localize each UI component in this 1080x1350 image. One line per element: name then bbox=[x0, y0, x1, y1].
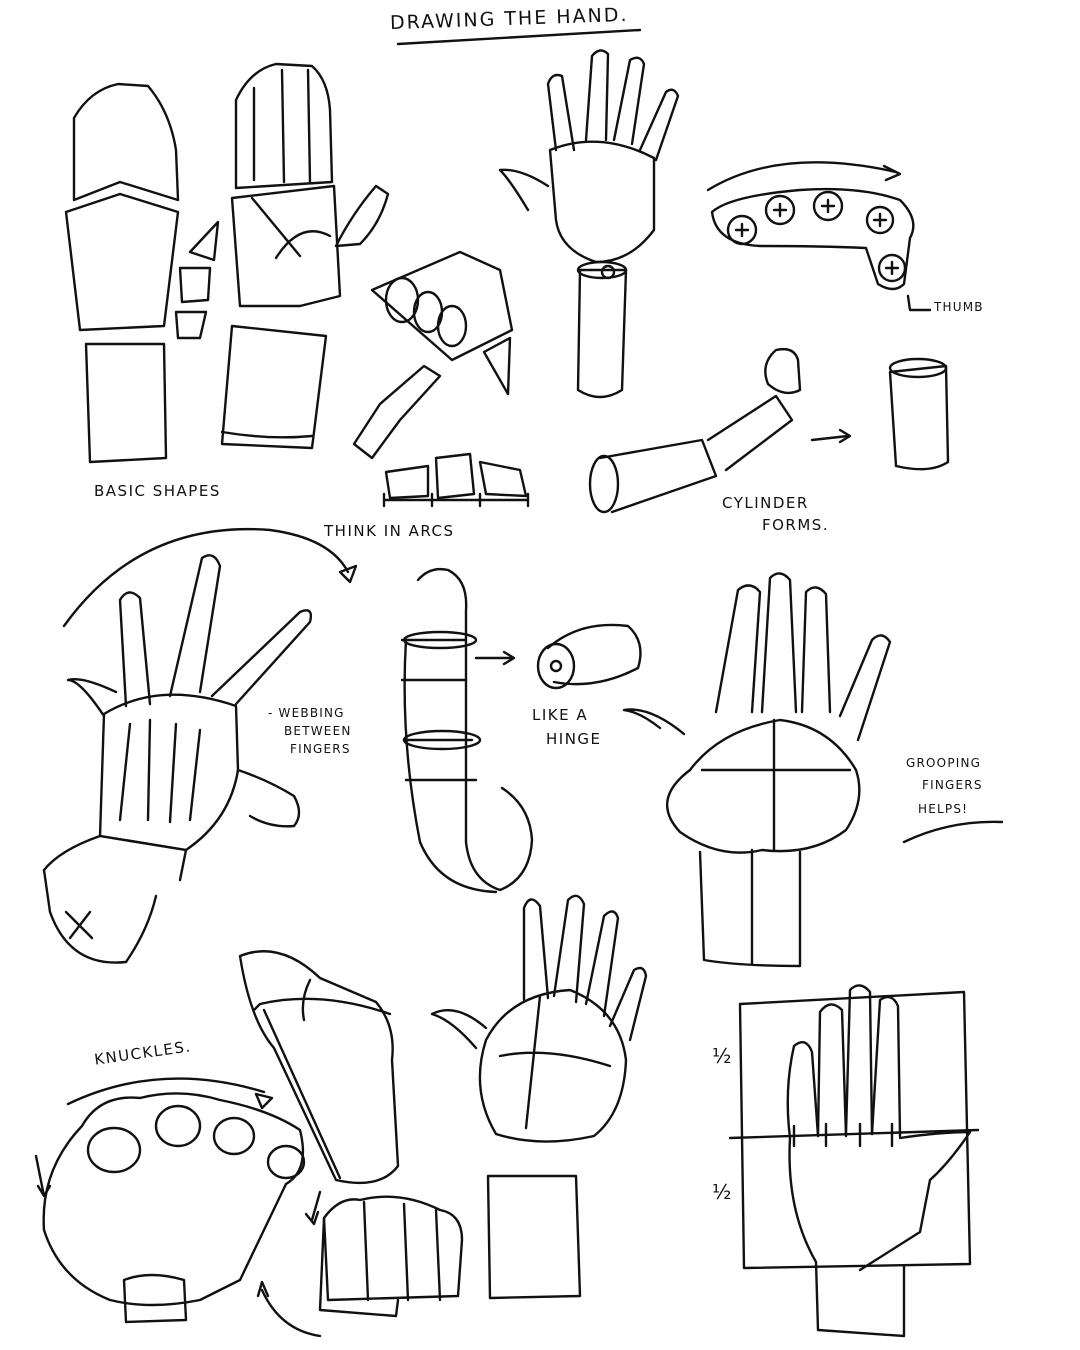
palm-cylinder-figure bbox=[498, 49, 680, 399]
knuckles-fist bbox=[34, 1077, 322, 1338]
label-grouping-3: HELPS! bbox=[918, 802, 969, 816]
title-underline bbox=[396, 28, 642, 46]
label-hinge: HINGE bbox=[546, 730, 602, 748]
grouping-underline bbox=[902, 820, 1004, 844]
lower-palm-figure bbox=[430, 894, 648, 1300]
splayed-hand-webbing bbox=[42, 528, 358, 964]
cylinder-forms-finger bbox=[588, 347, 950, 514]
label-cylinder-forms-2: FORMS. bbox=[762, 516, 830, 534]
label-half-top: ½ bbox=[712, 1044, 732, 1068]
label-webbing-1: - WEBBING bbox=[268, 706, 345, 720]
label-basic-shapes: BASIC SHAPES bbox=[94, 482, 221, 500]
label-half-bottom: ½ bbox=[712, 1180, 732, 1204]
knuckle-arc-diagram bbox=[706, 161, 932, 312]
fist-box bbox=[318, 1195, 464, 1318]
label-think-in-arcs: THINK IN ARCS bbox=[324, 522, 455, 540]
hand-proportion-diagram bbox=[728, 984, 980, 1338]
label-webbing-3: FINGERS bbox=[290, 742, 351, 756]
grouped-fingers-palm bbox=[622, 572, 892, 968]
hinged-finger-segments bbox=[400, 567, 642, 894]
knuckle-block-shapes bbox=[352, 250, 530, 508]
label-grouping-1: GROOPING bbox=[906, 756, 982, 770]
label-grouping-2: FINGERS bbox=[922, 778, 983, 792]
basic-shapes-palm bbox=[220, 62, 390, 450]
label-cylinder-forms-1: CYLINDER bbox=[722, 494, 809, 512]
basic-shapes-mitten bbox=[64, 82, 220, 464]
block-hand-form bbox=[238, 950, 400, 1185]
label-webbing-2: BETWEEN bbox=[284, 724, 352, 738]
label-thumb: THUMB bbox=[934, 300, 984, 314]
label-like-a: LIKE A bbox=[532, 706, 589, 724]
